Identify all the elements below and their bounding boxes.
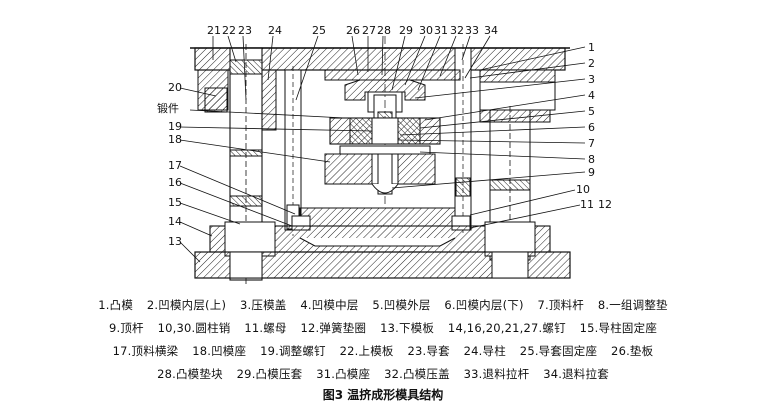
callout-31: 31 [434, 24, 448, 37]
legend-item: 13.下模板 [380, 321, 435, 335]
legend-item: 12.弹簧垫圈 [300, 321, 367, 335]
legend-item: 10,30.圆柱销 [157, 321, 231, 335]
legend-line-4: 28.凸模垫块 29.凸模压套 31.凸模座 32.凸模压盖 33.退料拉杆 3… [0, 366, 766, 382]
legend-item: 17.顶料横梁 [112, 344, 179, 358]
legend-item: 4.凹模中层 [300, 298, 359, 312]
legend-item: 29.凸模压套 [236, 367, 303, 381]
legend-item: 11.螺母 [244, 321, 287, 335]
callout-20: 20 [168, 81, 182, 94]
legend-item: 3.压模盖 [240, 298, 287, 312]
callout-4: 4 [588, 89, 595, 102]
legend-item: 34.退料拉套 [543, 367, 609, 381]
leader-lines [179, 35, 586, 263]
callout-30: 30 [419, 24, 433, 37]
callout-19: 19 [168, 120, 182, 133]
callout-2: 2 [588, 57, 595, 70]
callout-8: 8 [588, 153, 595, 166]
callout-34: 34 [484, 24, 498, 37]
callout-labels: 21 22 23 24 25 26 27 28 29 30 31 32 33 3… [157, 24, 612, 248]
die-assembly [324, 117, 441, 195]
legend-line-2: 9.顶杆 10,30.圆柱销 11.螺母 12.弹簧垫圈 13.下模板 14,1… [0, 320, 766, 336]
callout-5: 5 [588, 105, 595, 118]
legend-item: 9.顶杆 [108, 321, 144, 335]
callout-26: 26 [346, 24, 360, 37]
callout-25: 25 [312, 24, 326, 37]
callout-18: 18 [168, 133, 182, 146]
legend-item: 31.凸模座 [316, 367, 371, 381]
legend-item: 32.凸模压盖 [384, 367, 450, 381]
legend-item: 25.导套固定座 [519, 344, 598, 358]
callout-10: 10 [576, 183, 590, 196]
callout-12: 12 [598, 198, 612, 211]
callout-27: 27 [362, 24, 376, 37]
legend-item: 19.调整螺钉 [260, 344, 326, 358]
legend-item: 22.上模板 [339, 344, 394, 358]
legend-item: 24.导柱 [463, 344, 506, 358]
legend-line-1: 1.凸模 2.凹模内层(上) 3.压模盖 4.凹模中层 5.凹模外层 6.凹模内… [0, 297, 766, 313]
callout-23: 23 [238, 24, 252, 37]
legend-item: 7.顶料杆 [537, 298, 584, 312]
legend-item: 6.凹模内层(下) [444, 298, 524, 312]
legend-item: 1.凸模 [98, 298, 134, 312]
callout-3: 3 [588, 73, 595, 86]
legend-item: 2.凹模内层(上) [146, 298, 227, 312]
callout-17: 17 [168, 159, 182, 172]
legend-item: 8.一组调整垫 [597, 298, 668, 312]
callout-24: 24 [268, 24, 282, 37]
callout-11: 11 [580, 198, 594, 211]
lower-die-plate [194, 251, 571, 279]
legend-item: 14,16,20,21,27.螺钉 [447, 321, 566, 335]
legend-item: 26.垫板 [611, 344, 654, 358]
legend-item: 28.凸模垫块 [157, 367, 223, 381]
callout-32: 32 [450, 24, 464, 37]
callout-15: 15 [168, 196, 182, 209]
callout-33: 33 [465, 24, 479, 37]
callout-6: 6 [588, 121, 595, 134]
legend-item: 18.凹模座 [192, 344, 247, 358]
callout-16: 16 [168, 176, 182, 189]
figure-caption: 图3 温挤成形模具结构 [322, 388, 444, 402]
callout-14: 14 [168, 215, 182, 228]
callout-13: 13 [168, 235, 182, 248]
legend-item: 33.退料拉杆 [463, 367, 530, 381]
callout-1: 1 [588, 41, 595, 54]
callout-21: 21 [207, 24, 221, 37]
legend-item: 5.凹模外层 [372, 298, 431, 312]
callout-29: 29 [399, 24, 413, 37]
legend-item: 15.导柱固定座 [579, 321, 658, 335]
callout-28: 28 [377, 24, 391, 37]
callout-22: 22 [222, 24, 236, 37]
lower-base-assembly [209, 221, 551, 257]
callout-9: 9 [588, 166, 595, 179]
callout-forging: 锻件 [157, 101, 179, 115]
legend-line-3: 17.顶料横梁 18.凹模座 19.调整螺钉 22.上模板 23.导套 24.导… [0, 343, 766, 359]
legend-item: 23.导套 [407, 344, 450, 358]
callout-7: 7 [588, 137, 595, 150]
ledge-20 [204, 87, 228, 113]
